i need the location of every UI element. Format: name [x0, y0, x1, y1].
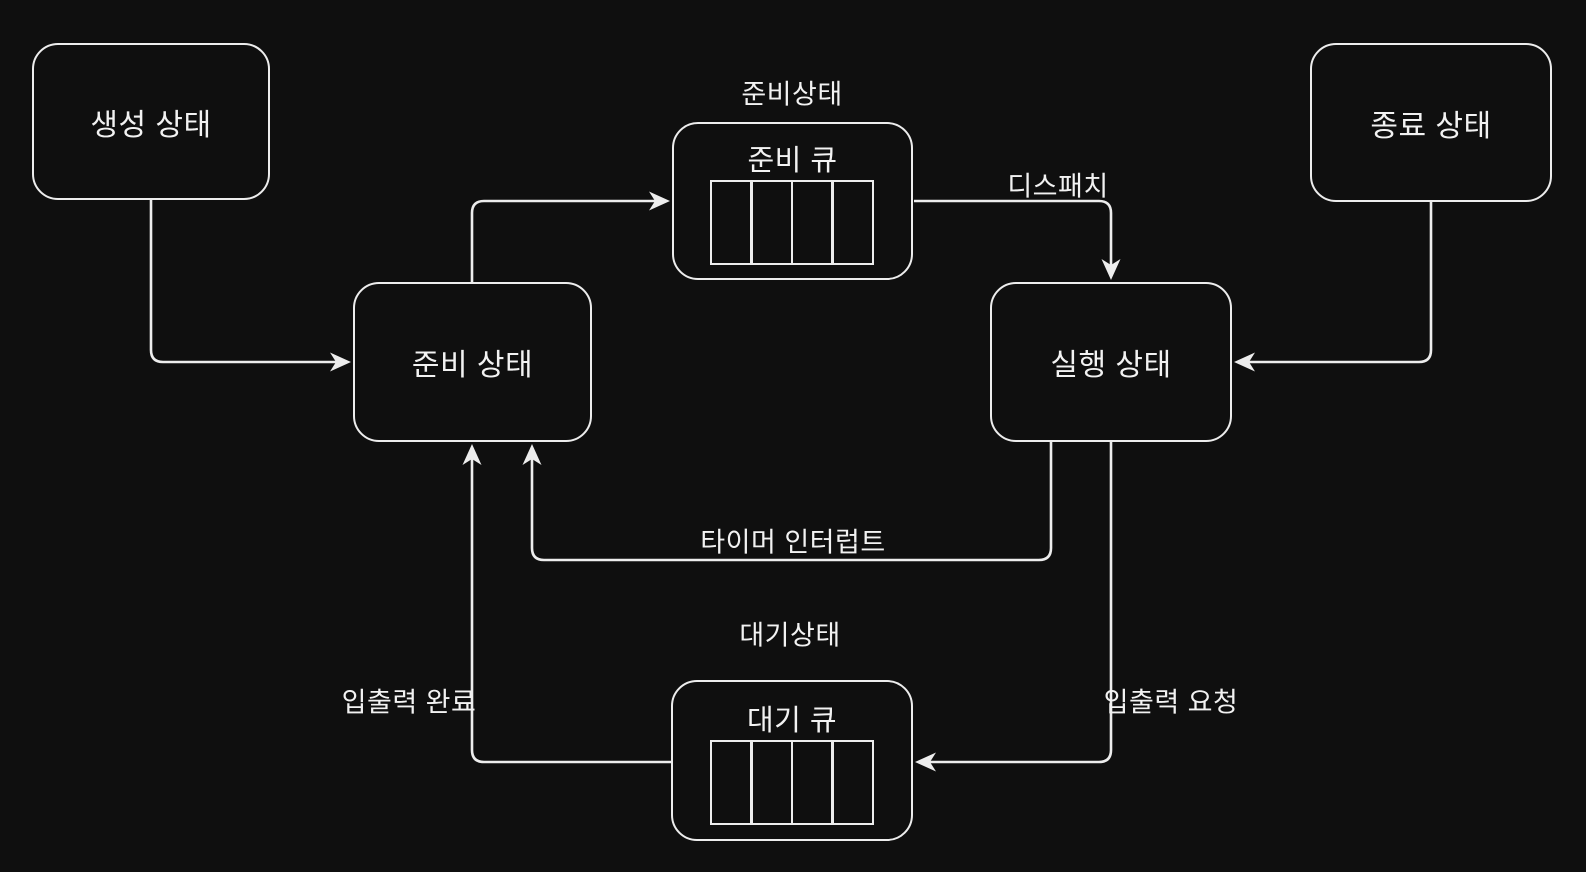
queue-cell	[750, 740, 794, 825]
node-terminated-state: 종료 상태	[1310, 43, 1552, 202]
ready-queue-cells	[710, 180, 875, 265]
edge-ready-to-ready-queue	[470, 199, 656, 282]
queue-cell	[750, 180, 794, 265]
queue-cell	[790, 740, 834, 825]
node-created-label: 생성 상태	[90, 108, 212, 142]
wait-queue-cells	[710, 740, 875, 825]
edge-terminated-to-running	[1248, 202, 1433, 364]
edge-io-request	[929, 442, 1113, 764]
queue-cell	[831, 740, 875, 825]
queue-cell	[790, 180, 834, 265]
edge-label-timer-interrupt: 타이머 인터럽트	[700, 527, 886, 558]
edge-created-to-ready	[149, 200, 337, 364]
edge-timer-interrupt	[530, 442, 1053, 562]
arrowhead-left-into-wait-queue	[915, 752, 936, 772]
wait-queue-group-label: 대기상태	[739, 620, 841, 651]
node-ready-label: 준비 상태	[411, 349, 534, 382]
node-ready-state: 준비 상태	[353, 282, 592, 442]
edge-label-dispatch: 디스패치	[1007, 171, 1109, 202]
node-created-state: 생성 상태	[32, 43, 270, 200]
ready-queue-group-label: 준비상태	[741, 79, 843, 110]
wait-queue-title: 대기 큐	[746, 705, 838, 737]
node-terminated-label: 종료 상태	[1370, 109, 1492, 143]
node-running-label: 실행 상태	[1050, 349, 1172, 382]
queue-cell	[710, 180, 753, 265]
node-wait-queue: 대기 큐	[671, 680, 913, 841]
node-running-state: 실행 상태	[990, 282, 1232, 442]
arrowhead-down-into-running	[1101, 259, 1121, 280]
ready-queue-title: 준비 큐	[747, 145, 838, 177]
arrowhead-up-into-ready-right	[522, 444, 542, 465]
edge-label-io-complete: 입출력 완료	[341, 687, 477, 718]
node-ready-queue: 준비 큐	[672, 122, 913, 280]
queue-cell	[710, 740, 753, 825]
queue-cell	[831, 180, 875, 265]
edge-label-io-request: 입출력 요청	[1103, 687, 1239, 718]
arrowhead-left-into-running	[1234, 352, 1255, 372]
arrowhead-up-into-ready-left	[462, 444, 482, 465]
edge-io-complete	[470, 458, 671, 764]
edge-dispatch	[914, 199, 1113, 266]
arrowhead-right-into-ready-queue	[649, 191, 670, 211]
arrowhead-right-into-ready	[330, 352, 351, 372]
